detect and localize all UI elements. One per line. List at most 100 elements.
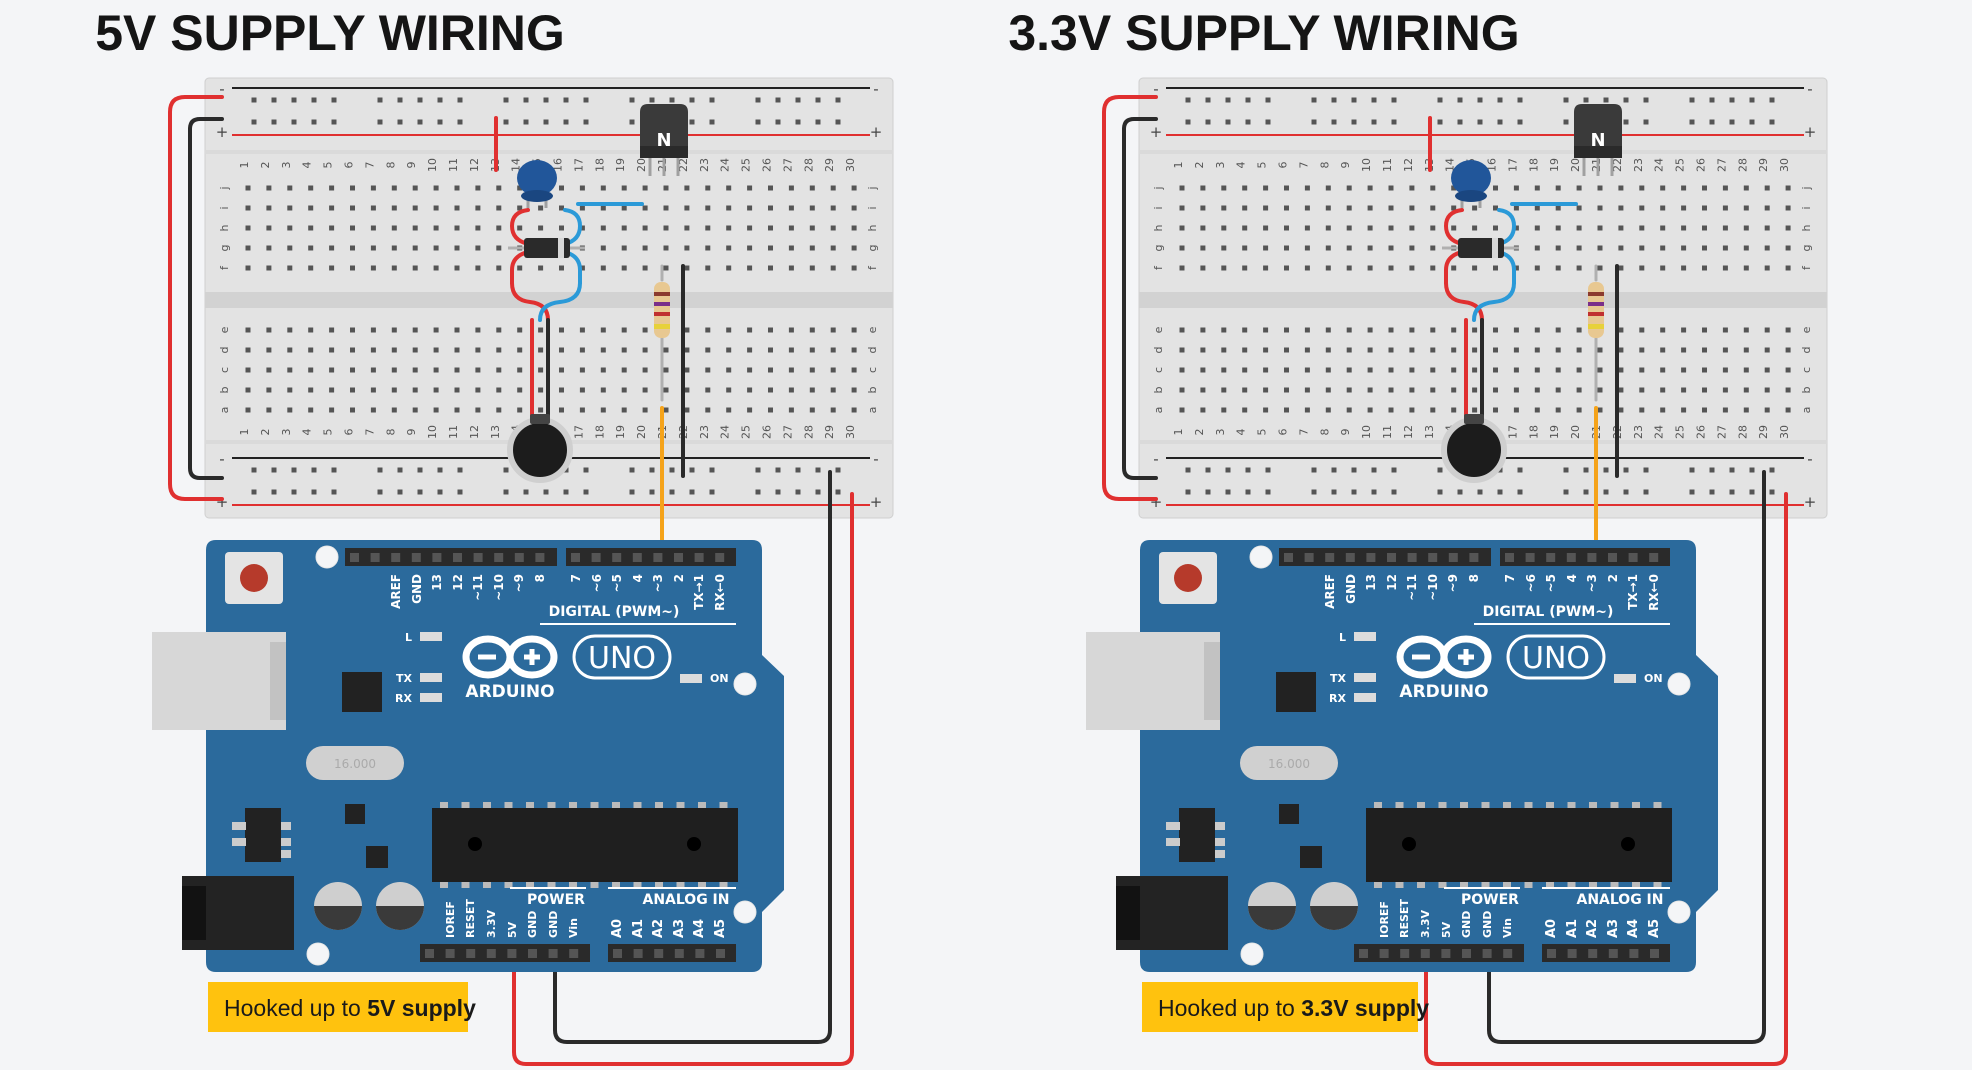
svg-text:Hooked up to 3.3V supply: Hooked up to 3.3V supply [1158, 995, 1429, 1021]
hole [621, 407, 627, 413]
header-hole [1387, 553, 1396, 562]
hole [1325, 265, 1331, 271]
row-label: i [866, 206, 879, 209]
column-label: 4 [1235, 429, 1248, 436]
chip-pin [1632, 882, 1640, 888]
vibration-motor [1441, 414, 1507, 483]
hole [538, 367, 544, 373]
hole [391, 265, 397, 271]
hole [329, 387, 335, 393]
hole [1430, 205, 1436, 211]
breadboard-wires [168, 95, 685, 501]
hole [517, 407, 523, 413]
hole [1263, 245, 1269, 251]
hole [747, 407, 753, 413]
rail-hole [563, 119, 569, 125]
on-label: ON [1644, 672, 1663, 685]
hole [1493, 367, 1498, 373]
hole [266, 185, 272, 191]
hole [1472, 225, 1478, 231]
hole [412, 245, 418, 251]
rail-hole [1517, 97, 1523, 103]
row-label: c [866, 367, 879, 373]
callout-bold: 5V supply [367, 995, 476, 1021]
hole [684, 225, 690, 231]
rail-hole [251, 119, 257, 125]
hole [851, 407, 857, 413]
hole [538, 205, 544, 211]
hole [1179, 245, 1185, 251]
hole [370, 245, 376, 251]
header-hole [1482, 949, 1492, 958]
hole [1346, 245, 1352, 251]
hole [1451, 185, 1457, 191]
column-label: 4 [301, 162, 314, 169]
column-label: 17 [1506, 425, 1519, 439]
hole [1660, 327, 1666, 333]
rail-hole [397, 467, 403, 473]
header-hole [1503, 949, 1513, 958]
hole [1263, 367, 1269, 373]
column-label: 1 [238, 162, 251, 169]
rail-hole [1225, 467, 1231, 473]
chip-pin [547, 802, 556, 808]
hole [496, 185, 502, 191]
hole [266, 327, 272, 333]
power-pin-label: 3.3V [485, 910, 498, 938]
hole [433, 205, 439, 211]
breadboard-labels: 1122334455667788991010111112121313141415… [216, 80, 883, 511]
hole [705, 327, 711, 333]
hole [1221, 387, 1227, 393]
rail-sign: - [219, 80, 224, 98]
rail-hole [1583, 489, 1589, 495]
rail-sign: + [216, 123, 229, 141]
chip-pin [461, 882, 470, 888]
hole [1430, 245, 1436, 251]
hole [705, 185, 711, 191]
hole [370, 347, 376, 353]
hole [1785, 225, 1791, 231]
hole [1367, 347, 1373, 353]
chip-pin [1524, 802, 1533, 808]
column-label: 28 [1736, 158, 1749, 172]
analog-pin-label: A3 [1606, 919, 1621, 938]
hole [1472, 407, 1478, 413]
hole [433, 407, 439, 413]
hole [496, 245, 502, 251]
rail-hole [1351, 467, 1357, 473]
column-label: 8 [1318, 162, 1331, 169]
column-label: 22 [677, 158, 690, 172]
rail-hole [1205, 97, 1211, 103]
hole [1221, 185, 1227, 191]
column-label: 27 [1715, 158, 1728, 172]
column-label: 25 [740, 158, 753, 172]
rail-hole [1457, 97, 1463, 103]
row-label: g [1800, 245, 1813, 252]
hole [663, 367, 669, 373]
hole [287, 387, 293, 393]
column-label: 1 [1172, 429, 1185, 436]
digital-pin-label: ~6 [1524, 574, 1538, 592]
rail-hole [1643, 489, 1649, 495]
on-label: ON [710, 672, 729, 685]
hole [245, 205, 251, 211]
breadboard-holes [1179, 97, 1791, 495]
hole [287, 367, 293, 373]
hole [1346, 225, 1352, 231]
rail-hole [1457, 119, 1463, 125]
digital-pin-label: 8 [533, 574, 547, 582]
hole [329, 185, 335, 191]
rail-hole [291, 489, 297, 495]
hole [684, 185, 690, 191]
rail-hole [709, 489, 715, 495]
rail-hole [1497, 119, 1503, 125]
column-label: 17 [572, 158, 585, 172]
chip-pin [1589, 802, 1597, 808]
hole [245, 265, 251, 271]
row-label: i [1800, 206, 1813, 209]
crystal-label: 16.000 [334, 757, 376, 771]
rail-hole [417, 119, 423, 125]
hole [830, 367, 836, 373]
rail-hole [397, 119, 403, 125]
rail-hole [1749, 119, 1755, 125]
